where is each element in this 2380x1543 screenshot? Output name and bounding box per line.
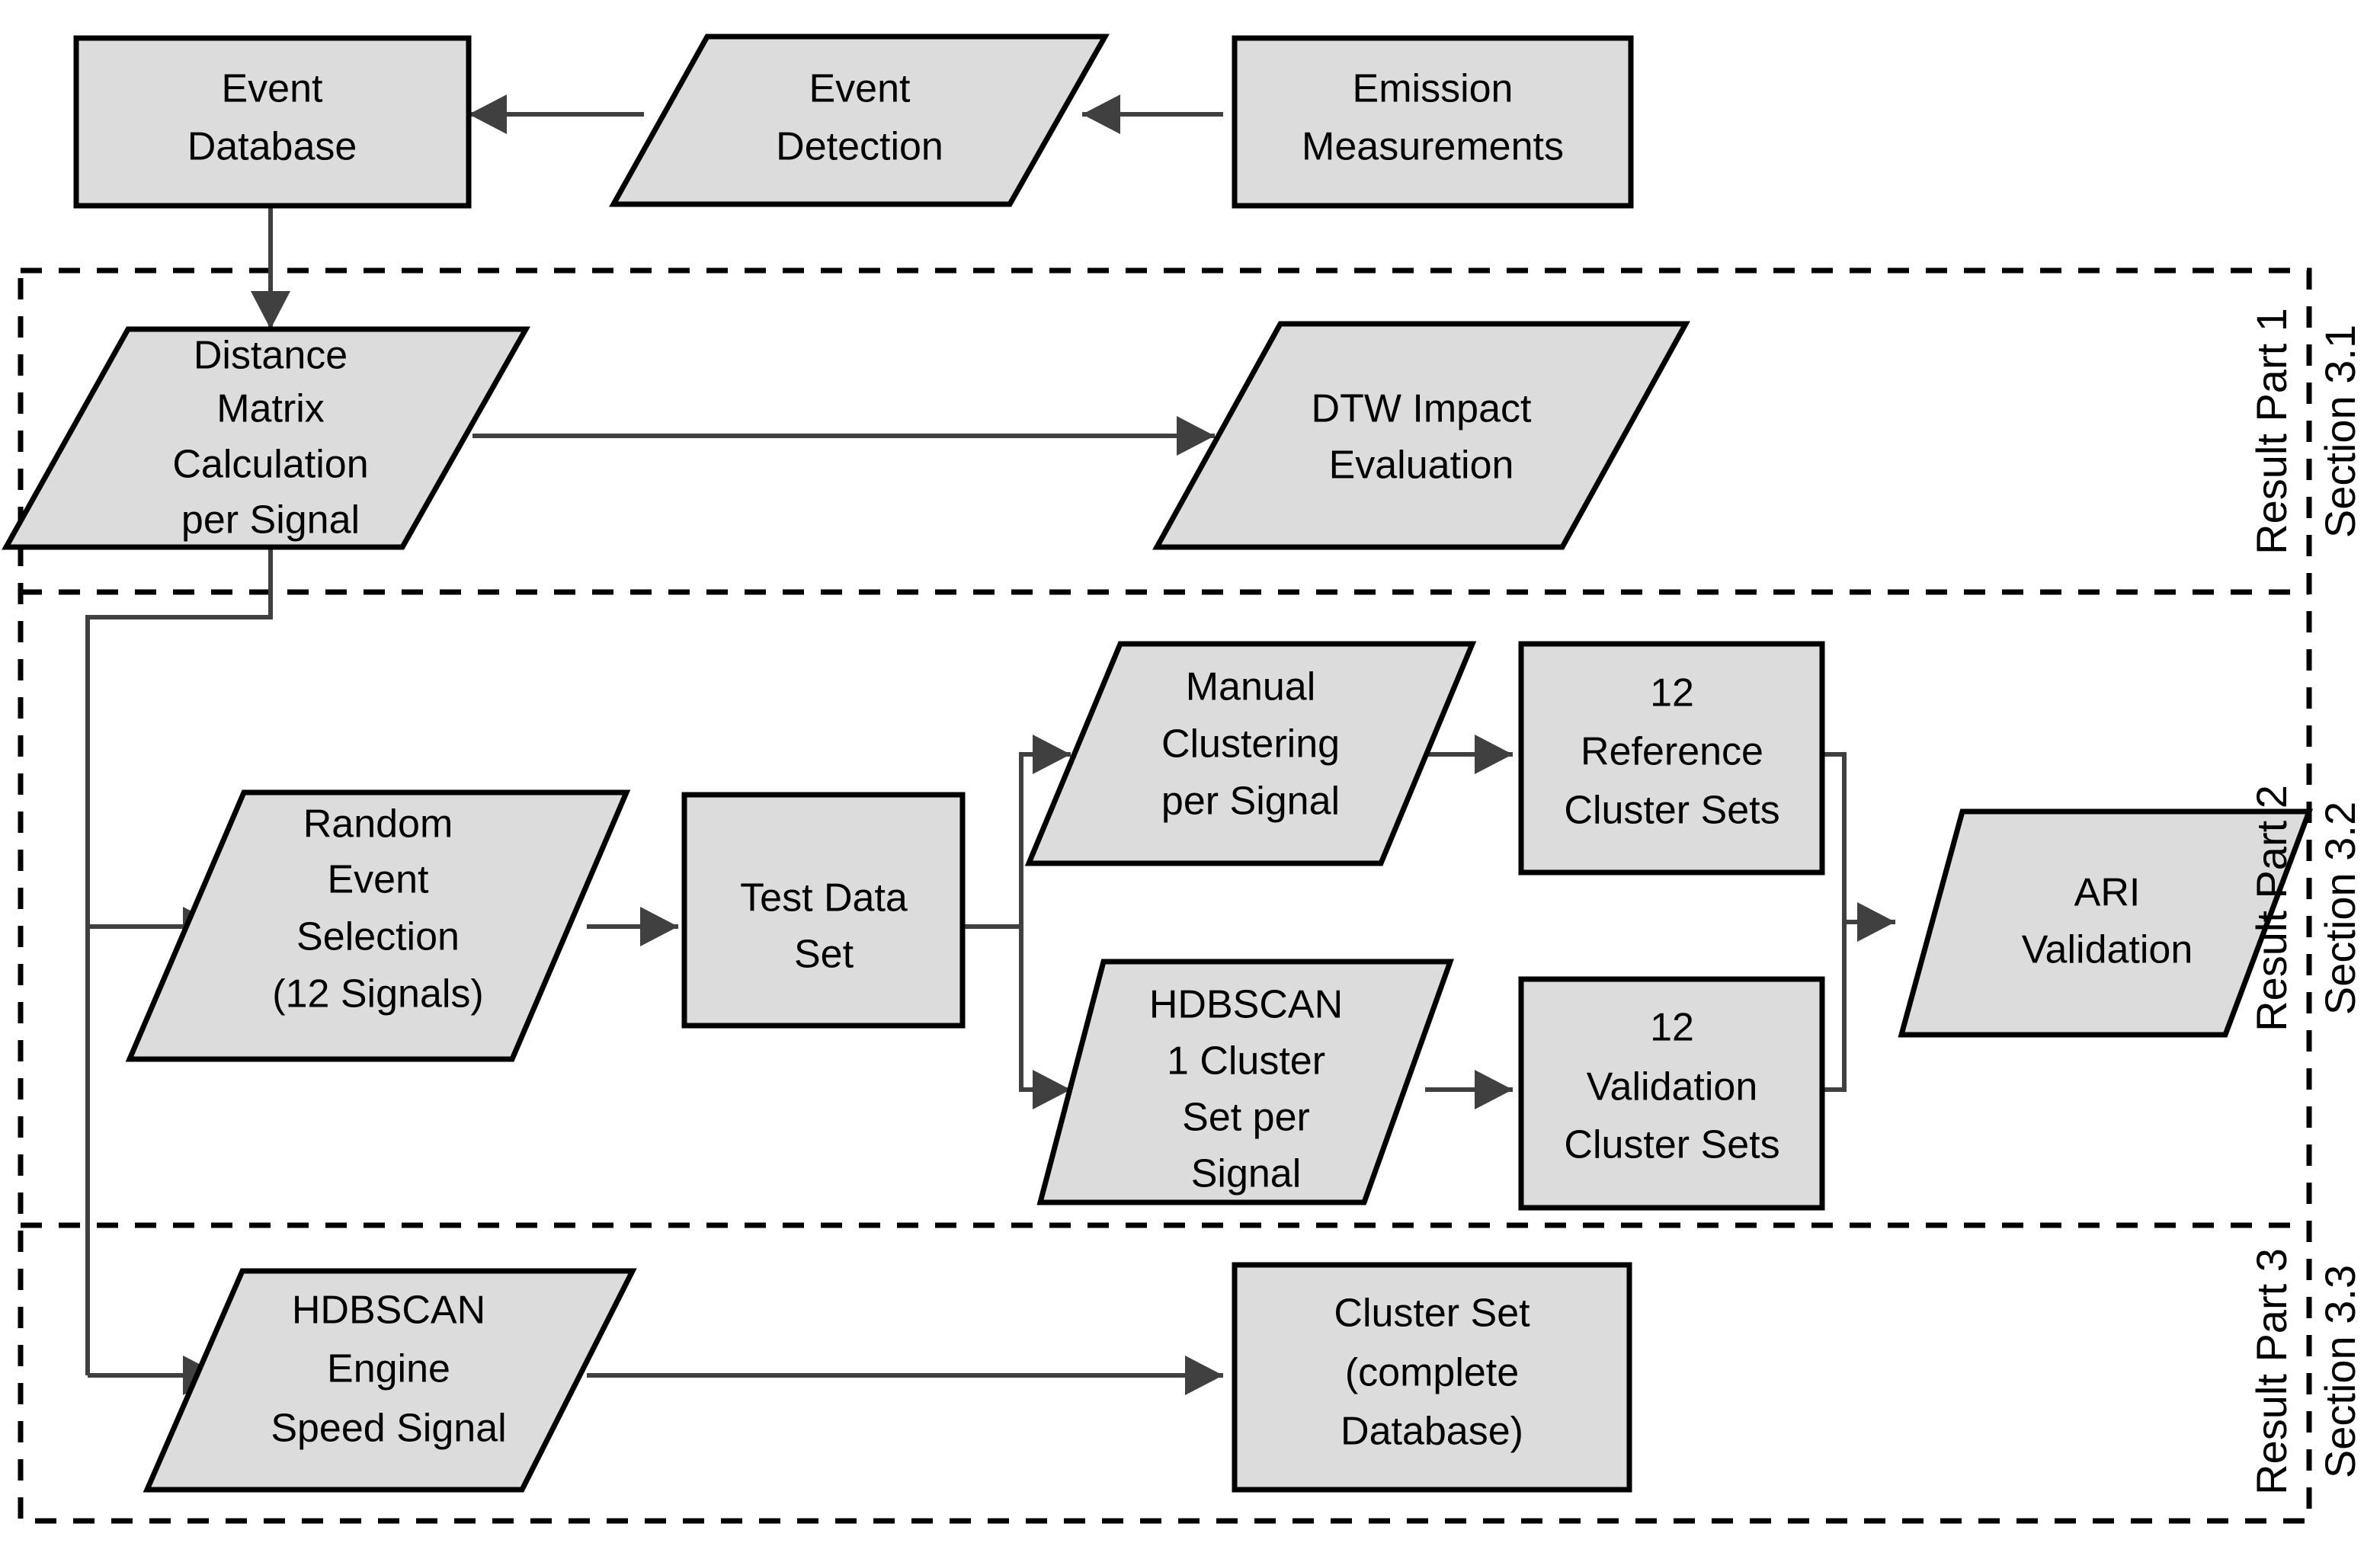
node-validation-line3: Cluster Sets [1564, 1123, 1779, 1167]
node-event-database[interactable]: Event Database [73, 35, 472, 209]
node-hdbscan-per-signal[interactable]: HDBSCAN 1 Cluster Set per Signal [1036, 959, 1454, 1205]
node-distance-matrix-line2: Matrix [216, 387, 325, 431]
node-clusterset-line3: Database) [1341, 1410, 1523, 1454]
node-manual-clustering[interactable]: Manual Clustering per Signal [1024, 641, 1477, 866]
node-testdata-line1: Test Data [740, 876, 908, 920]
node-random-event-selection[interactable]: Random Event Selection (12 Signals) [125, 789, 631, 1062]
node-emission-measurements[interactable]: Emission Measurements [1232, 35, 1634, 209]
node-validation-cluster-sets[interactable]: 12 Validation Cluster Sets [1518, 976, 1825, 1211]
node-engine-line1: HDBSCAN [292, 1289, 485, 1333]
node-hdbscan-signal-line4: Signal [1191, 1152, 1302, 1196]
node-clusterset-line1: Cluster Set [1334, 1292, 1530, 1336]
node-manual-line1: Manual [1186, 665, 1316, 709]
node-distance-matrix-calculation[interactable]: Distance Matrix Calculation per Signal [2, 326, 531, 550]
arrow-detection-to-database [469, 94, 644, 134]
group-label-part1: Result Part 1 Section 3.1 [2247, 308, 2364, 555]
arrow-distance-matrix-to-dtw [472, 416, 1215, 456]
node-event-database-line1: Event [222, 67, 324, 111]
node-distance-matrix-line4: per Signal [181, 498, 360, 543]
node-reference-line1: 12 [1650, 671, 1694, 715]
group-label-part3-result: Result Part 3 [2247, 1248, 2295, 1495]
node-hdbscan-signal-line3: Set per [1182, 1096, 1310, 1140]
node-emission-measurements-line2: Measurements [1302, 125, 1564, 169]
node-cluster-set-complete[interactable]: Cluster Set (complete Database) [1232, 1262, 1632, 1493]
group-label-part1-result: Result Part 1 [2247, 308, 2295, 555]
node-distance-matrix-line1: Distance [194, 334, 348, 378]
node-selection-line3: Selection [296, 915, 460, 959]
arrow-database-to-distance-matrix [251, 206, 290, 329]
arrow-manual-to-reference [1425, 735, 1513, 774]
node-engine-line2: Engine [327, 1347, 450, 1391]
arrow-selection-to-testdata [587, 907, 678, 946]
group-label-part2: Result Part 2 Section 3.2 [2247, 785, 2364, 1032]
node-ari-line1: ARI [2074, 871, 2141, 915]
node-selection-line4: (12 Signals) [272, 972, 483, 1016]
arrow-emission-to-detection [1082, 94, 1223, 134]
node-validation-line2: Validation [1587, 1065, 1758, 1109]
node-selection-line2: Event [328, 858, 430, 902]
node-ari-validation[interactable]: ARI Validation [1898, 808, 2314, 1038]
node-engine-line3: Speed Signal [271, 1407, 506, 1451]
arrow-enginespeed-to-clusterset [587, 1356, 1223, 1395]
node-ari-line2: Validation [2022, 928, 2193, 972]
node-hdbscan-engine-speed[interactable]: HDBSCAN Engine Speed Signal [143, 1268, 637, 1493]
node-distance-matrix-line3: Calculation [172, 443, 368, 487]
node-reference-line2: Reference [1581, 730, 1763, 774]
node-test-data-set[interactable]: Test Data Set [681, 792, 966, 1029]
node-dtw-line2: Evaluation [1329, 443, 1514, 488]
node-manual-line2: Clustering [1161, 722, 1340, 767]
arrow-hdbscan-to-validation [1425, 1070, 1513, 1109]
node-clusterset-line2: (complete [1345, 1351, 1519, 1395]
node-validation-line1: 12 [1650, 1006, 1694, 1050]
node-manual-line3: per Signal [1161, 780, 1340, 824]
group-label-part3-section: Section 3.3 [2316, 1265, 2364, 1478]
node-hdbscan-signal-line1: HDBSCAN [1149, 983, 1343, 1027]
group-label-part2-section: Section 3.2 [2316, 802, 2364, 1015]
node-dtw-impact-evaluation[interactable]: DTW Impact Evaluation [1152, 321, 1690, 550]
group-label-part2-result: Result Part 2 [2247, 785, 2295, 1032]
node-reference-cluster-sets[interactable]: 12 Reference Cluster Sets [1518, 641, 1825, 876]
node-reference-line3: Cluster Sets [1564, 789, 1779, 833]
node-event-detection-line1: Event [809, 67, 911, 111]
node-testdata-line2: Set [794, 933, 854, 977]
node-selection-line1: Random [303, 802, 453, 847]
node-event-detection[interactable]: Event Detection [609, 34, 1110, 207]
group-label-part3: Result Part 3 Section 3.3 [2247, 1248, 2364, 1495]
group-label-part1-section: Section 3.1 [2316, 325, 2364, 538]
node-event-database-line2: Database [187, 125, 357, 169]
node-emission-measurements-line1: Emission [1353, 67, 1514, 111]
node-dtw-line1: DTW Impact [1312, 387, 1532, 431]
results-container-box [18, 267, 2312, 1524]
node-event-detection-line2: Detection [776, 125, 943, 169]
node-hdbscan-signal-line2: 1 Cluster [1167, 1039, 1325, 1084]
arrow-testdata-split [962, 735, 1071, 1109]
